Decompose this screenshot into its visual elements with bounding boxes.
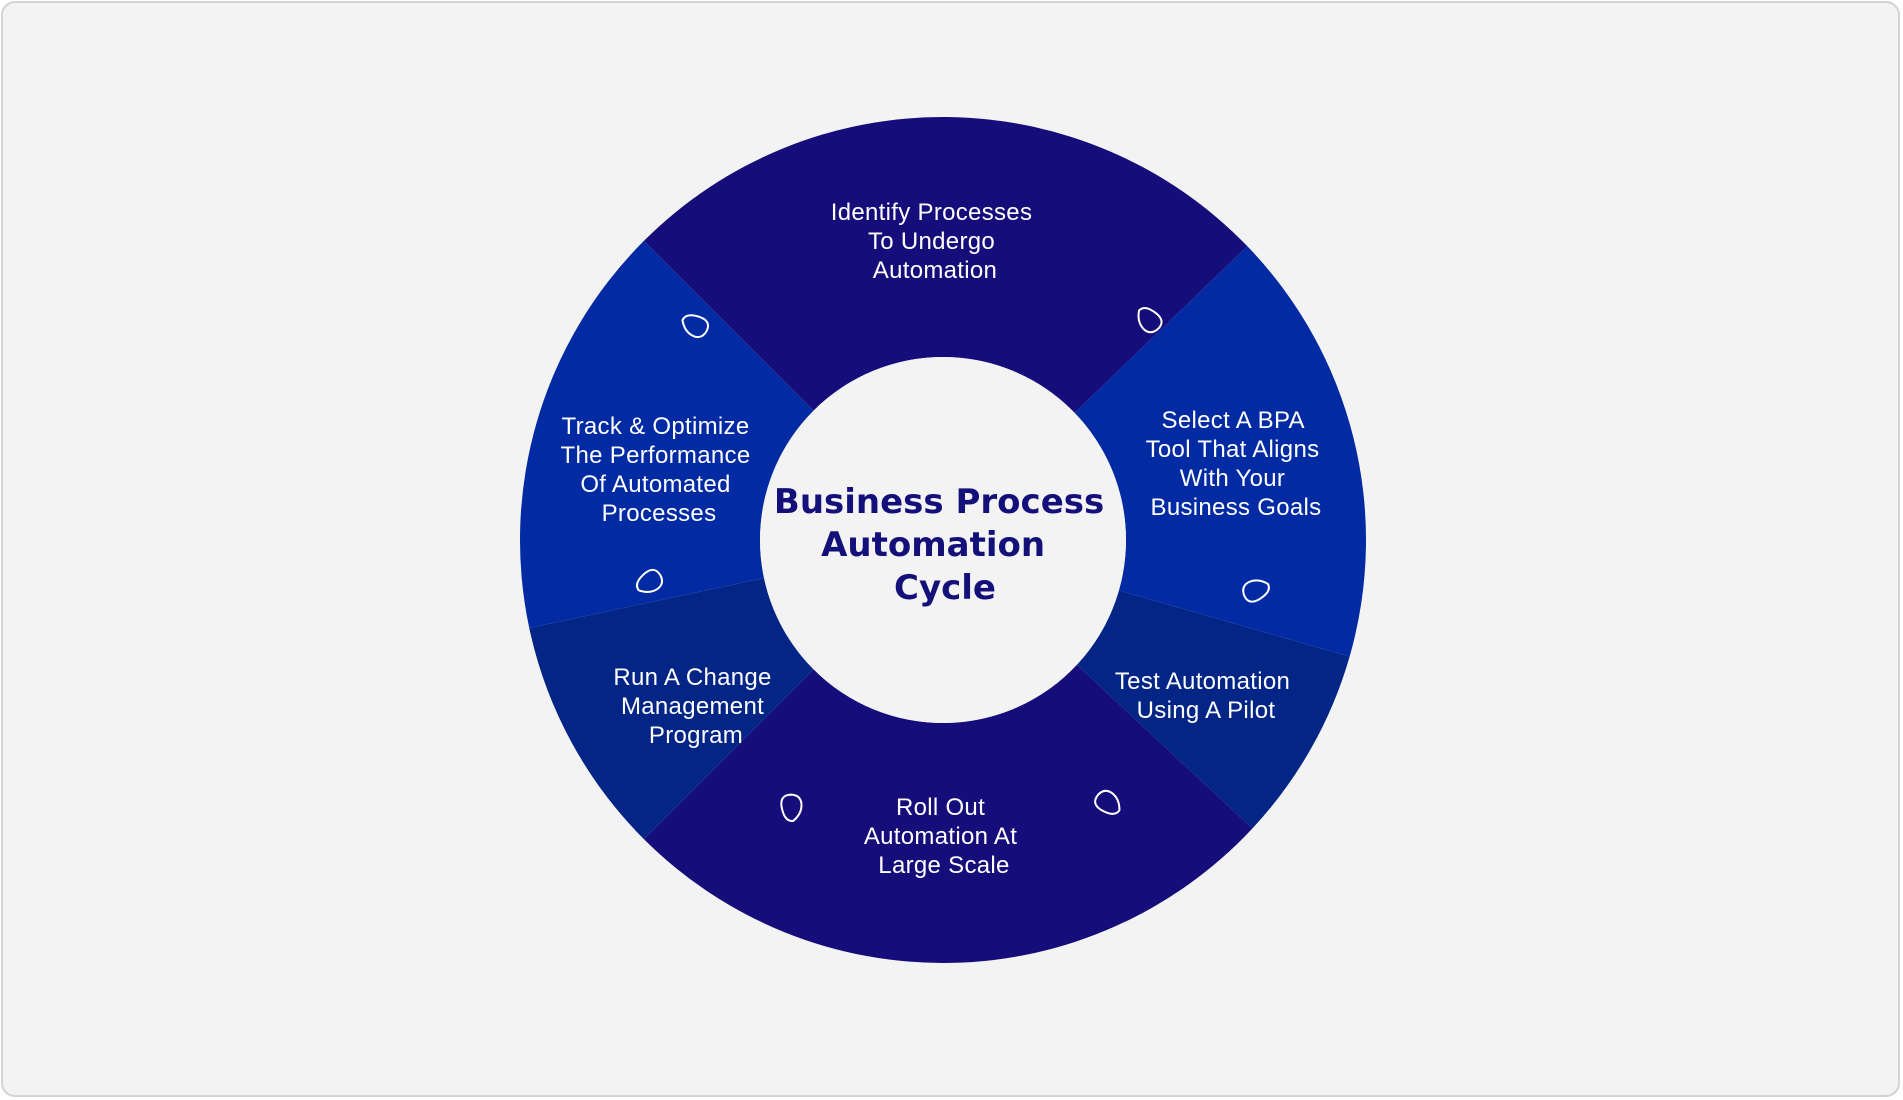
step-label-line: Automation xyxy=(873,257,997,284)
step-label-test: Test Automation Using A Pilot xyxy=(1115,668,1297,724)
step-label-select-tool: Select A BPA Tool That Aligns With Your … xyxy=(1146,407,1327,521)
cycle-title-line: Cycle xyxy=(894,568,996,608)
step-label-line: The Performance xyxy=(561,442,751,469)
step-label-identify: Identify Processes To Undergo Automation xyxy=(831,199,1039,284)
rounded-triangle-arrow-icon xyxy=(636,568,664,593)
step-label-line: Using A Pilot xyxy=(1137,697,1276,724)
segment-identify-processes xyxy=(643,117,1248,413)
cycle-title: Business Process Automation Cycle xyxy=(774,482,1116,608)
step-label-line: Processes xyxy=(602,500,717,527)
step-label-track-optimize: Track & Optimize The Performance Of Auto… xyxy=(561,413,758,527)
rounded-triangle-arrow-icon xyxy=(1137,307,1163,334)
step-label-line: Management xyxy=(621,693,764,720)
cycle-title-line: Business Process xyxy=(774,482,1104,522)
step-label-roll-out: Roll Out Automation At Large Scale xyxy=(864,794,1024,879)
step-label-line: Of Automated xyxy=(580,471,730,498)
rounded-triangle-arrow-icon xyxy=(681,314,710,339)
segment-roll-out-automation xyxy=(643,664,1253,963)
segment-change-management xyxy=(529,578,814,840)
center-circle xyxy=(760,357,1126,723)
step-label-line: Track & Optimize xyxy=(562,413,750,440)
step-label-line: Test Automation xyxy=(1115,668,1290,695)
step-label-line: Identify Processes xyxy=(831,199,1033,226)
step-label-line: Business Goals xyxy=(1151,494,1322,521)
step-label-line: To Undergo xyxy=(868,228,995,255)
step-label-change-management: Run A Change Management Program xyxy=(613,664,778,749)
segment-select-bpa-tool xyxy=(1074,246,1366,657)
step-label-line: Roll Out xyxy=(896,794,985,821)
rounded-triangle-arrow-icon xyxy=(780,793,803,822)
rounded-triangle-arrow-icon xyxy=(1242,579,1270,603)
step-label-line: Program xyxy=(649,722,743,749)
step-label-line: Tool That Aligns xyxy=(1146,436,1320,463)
step-label-line: Run A Change xyxy=(613,664,771,691)
step-label-line: Automation At xyxy=(864,823,1017,850)
step-label-line: Select A BPA xyxy=(1162,407,1305,434)
rounded-triangle-arrow-icon xyxy=(1094,789,1121,815)
segment-test-automation xyxy=(1076,590,1350,829)
step-label-line: With Your xyxy=(1180,465,1285,492)
step-label-line: Large Scale xyxy=(878,852,1009,879)
cycle-title-line: Automation xyxy=(821,525,1045,565)
segment-track-optimize xyxy=(520,240,814,628)
